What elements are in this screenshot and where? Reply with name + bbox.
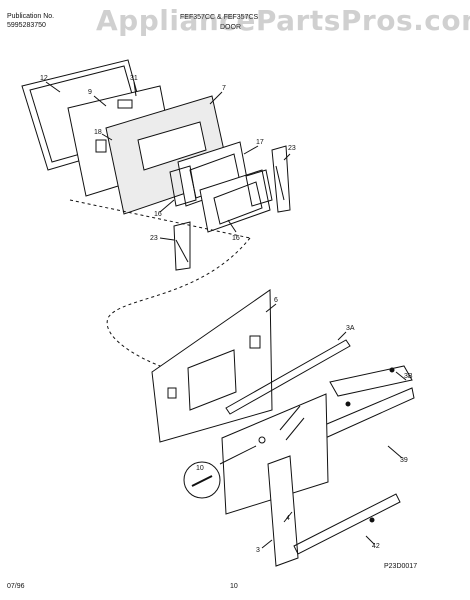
footer-date: 07/96 xyxy=(7,583,25,590)
model-numbers: FEF357CC & FEF357CS xyxy=(180,14,259,21)
part-label-39: 39 xyxy=(400,457,408,464)
part-label-3: 3 xyxy=(256,547,260,554)
part-label-12: 12 xyxy=(40,75,48,82)
window-pack xyxy=(199,169,271,233)
vent-trim-strip xyxy=(225,339,351,415)
part-label-31: 31 xyxy=(130,75,138,82)
part-label-3A: 3A xyxy=(346,325,355,332)
side-trim xyxy=(267,455,299,567)
section-title: DOOR xyxy=(220,24,241,31)
hinge-lower xyxy=(173,221,191,271)
part-label-23-top: 23 xyxy=(288,145,296,152)
part-label-23-lower: 23 xyxy=(150,235,158,242)
part-label-16-right: 16 xyxy=(232,235,240,242)
window-bracket-right xyxy=(245,169,273,207)
part-label-3B: 3B xyxy=(404,373,413,380)
part-label-17: 17 xyxy=(256,139,264,146)
bottom-trim xyxy=(293,493,401,555)
outer-glass xyxy=(221,393,329,515)
part-label-18: 18 xyxy=(94,129,102,136)
publication-number: 5995283750 xyxy=(7,22,46,29)
watermark: AppliancePartsPros.com xyxy=(96,4,470,37)
diagram-code: P23D0017 xyxy=(384,563,417,570)
part-label-42: 42 xyxy=(372,543,380,550)
part-label-9: 9 xyxy=(88,89,92,96)
hinge-right xyxy=(271,145,291,213)
footer-page: 10 xyxy=(230,583,238,590)
part-label-7: 7 xyxy=(222,85,226,92)
window-bracket-left xyxy=(169,165,197,207)
part-label-16-left: 16 xyxy=(154,211,162,218)
part-label-6: 6 xyxy=(274,297,278,304)
part-label-10: 10 xyxy=(196,465,204,472)
handle-trim xyxy=(329,365,413,397)
part-label-4: 4 xyxy=(286,515,290,522)
publication-label: Publication No. xyxy=(7,13,55,20)
